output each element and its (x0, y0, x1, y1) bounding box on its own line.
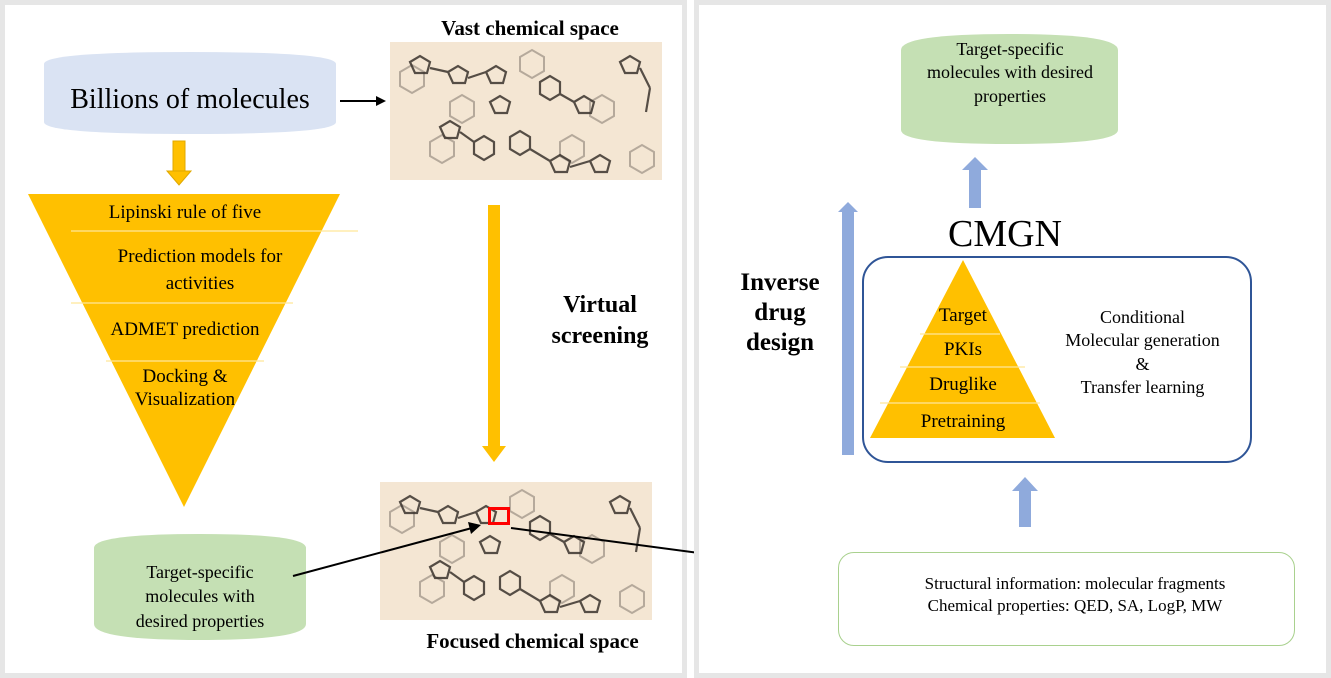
input-conditions-text: Structural information: molecular fragme… (860, 573, 1290, 617)
result-cylinder-label-right: Target-specific molecules with desired p… (927, 39, 1093, 106)
focused-space-title: Focused chemical space (426, 629, 639, 653)
focused-chemical-space-image (380, 482, 652, 620)
source-cylinder-shape (44, 52, 336, 134)
method-line-3: & (1135, 353, 1150, 374)
source-cylinder-label: Billions of molecules (70, 84, 310, 115)
structural-info-line: Structural information: molecular fragme… (924, 574, 1226, 593)
vast-space-title: Vast chemical space (441, 16, 619, 40)
pyramid-layer-druglike: Druglike (929, 374, 997, 395)
highlight-box (488, 507, 510, 525)
arrow-up-to-result (962, 157, 988, 208)
virtual-screening-arrow (482, 205, 506, 462)
funnel-layer-lipinski: Lipinski rule of five (108, 202, 262, 223)
pyramid-layer-pkis: PKIs (943, 339, 982, 360)
method-description: Conditional Molecular generation & Trans… (1030, 306, 1255, 400)
method-line-2: Molecular generation (1065, 330, 1220, 351)
molecule-structures-icon (399, 48, 655, 175)
result-cylinder-label-left: Target-specific molecules with desired p… (135, 562, 265, 631)
training-pyramid (870, 260, 1055, 438)
model-box (862, 256, 1252, 463)
pyramid-layer-pretraining: Pretraining (920, 411, 1006, 432)
method-line-4: Transfer learning (1080, 377, 1205, 398)
inverse-design-arrow (838, 202, 858, 455)
inverse-design-label: Inverse drug design (740, 269, 820, 356)
result-cylinder-shape-right (901, 34, 1118, 144)
arrow-up-to-model (1012, 477, 1038, 527)
result-cylinder-shape-left (94, 534, 306, 640)
vast-chemical-space-image (390, 42, 662, 180)
model-name: CMGN (947, 213, 1063, 255)
chemical-properties-line: Chemical properties: QED, SA, LogP, MW (927, 596, 1223, 616)
pyramid-layer-target: Target (939, 305, 987, 326)
funnel-layer-docking: Docking & Visualization (134, 366, 236, 410)
funnel-layer-admet: ADMET prediction (110, 319, 260, 340)
arrow-result-to-focused (292, 527, 473, 577)
method-line-1: Conditional (1100, 307, 1185, 327)
arrowhead (468, 522, 481, 534)
virtual-screening-label: Virtual screening (551, 292, 649, 350)
arrow-to-vast-space (340, 96, 386, 106)
funnel-layer-prediction-models: Prediction models for activities (117, 246, 283, 294)
screening-funnel (28, 194, 358, 507)
down-arrow-to-funnel (165, 140, 193, 186)
input-conditions-box (838, 552, 1295, 646)
